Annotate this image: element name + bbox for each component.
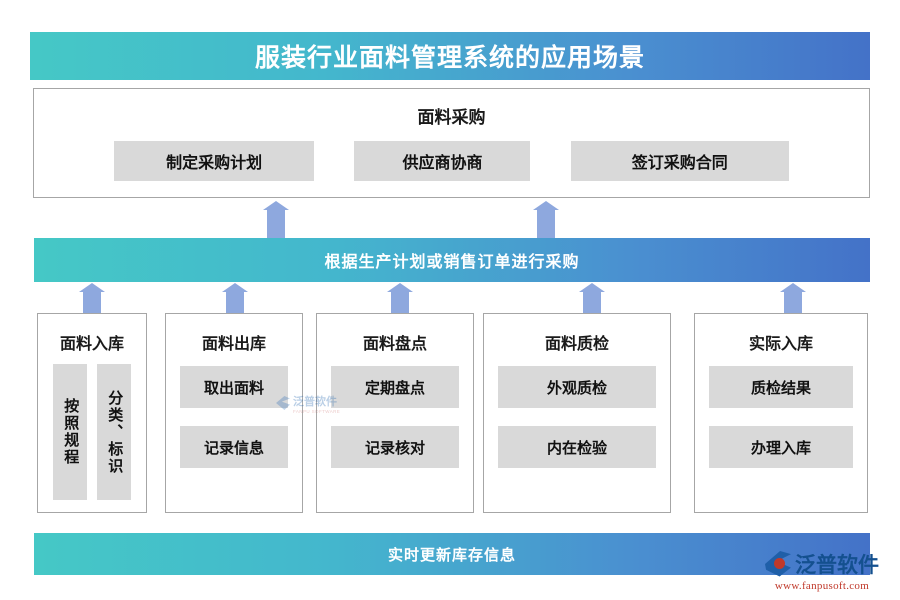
column-title-fabric-stocktake: 面料盘点: [362, 336, 427, 353]
column-body-fabric-qc: 外观质检 内在检验: [484, 366, 670, 498]
column-body-fabric-inbound: 按照规程 分类、标识: [38, 364, 146, 500]
column-item-记录核对[interactable]: 记录核对: [331, 426, 459, 468]
page-title: 服装行业面料管理系统的应用场景: [254, 44, 645, 72]
column-card-fabric-stocktake[interactable]: 面料盘点 定期盘点 记录核对: [316, 313, 474, 513]
procurement-panel-title: 面料采购: [417, 108, 486, 127]
arrow-up-column-4: [579, 283, 605, 315]
column-item-办理入库[interactable]: 办理入库: [709, 426, 853, 468]
column-body-fabric-outbound: 取出面料 记录信息: [166, 366, 302, 498]
page-title-banner: 服装行业面料管理系统的应用场景: [30, 32, 870, 80]
brand-logo: 泛普软件 www.fanpusoft.com: [752, 544, 892, 596]
procurement-item-plan[interactable]: 制定采购计划: [114, 141, 315, 181]
column-title-fabric-inbound: 面料入库: [59, 336, 124, 353]
column-card-actual-inbound[interactable]: 实际入库 质检结果 办理入库: [694, 313, 868, 513]
column-card-fabric-outbound[interactable]: 面料出库 取出面料 记录信息: [165, 313, 303, 513]
arrow-up-column-2: [222, 283, 248, 315]
procurement-item-negotiate[interactable]: 供应商协商: [354, 141, 531, 181]
column-title-fabric-qc: 面料质检: [544, 336, 609, 353]
column-item-定期盘点[interactable]: 定期盘点: [331, 366, 459, 408]
column-item-质检结果[interactable]: 质检结果: [709, 366, 853, 408]
column-item-外观质检[interactable]: 外观质检: [498, 366, 656, 408]
column-item-内在检验[interactable]: 内在检验: [498, 426, 656, 468]
column-body-fabric-stocktake: 定期盘点 记录核对: [317, 366, 473, 498]
brand-logo-row: 泛普软件: [765, 549, 879, 579]
column-item-分类标识[interactable]: 分类、标识: [97, 364, 131, 500]
arrow-up-column-1: [79, 283, 105, 315]
procurement-item-contract[interactable]: 签订采购合同: [570, 141, 789, 181]
column-item-按照规程[interactable]: 按照规程: [53, 364, 87, 500]
procurement-items-row: 制定采购计划 供应商协商 签订采购合同: [34, 141, 869, 181]
column-card-fabric-qc[interactable]: 面料质检 外观质检 内在检验: [483, 313, 671, 513]
bottom-banner: 实时更新库存信息: [34, 533, 870, 575]
column-title-fabric-outbound: 面料出库: [201, 336, 266, 353]
fanpu-logo-icon: [765, 551, 791, 577]
arrow-up-to-procurement-1: [263, 201, 289, 239]
column-item-取出面料[interactable]: 取出面料: [180, 366, 288, 408]
procurement-panel: 面料采购 制定采购计划 供应商协商 签订采购合同: [33, 88, 870, 198]
arrow-up-column-5: [780, 283, 806, 315]
brand-name: 泛普软件: [795, 553, 879, 577]
arrow-up-column-3: [387, 283, 413, 315]
column-body-actual-inbound: 质检结果 办理入库: [695, 366, 867, 498]
arrow-up-to-procurement-2: [533, 201, 559, 239]
mid-banner-text: 根据生产计划或销售订单进行采购: [324, 254, 580, 271]
column-card-fabric-inbound[interactable]: 面料入库 按照规程 分类、标识: [37, 313, 147, 513]
bottom-banner-text: 实时更新库存信息: [387, 546, 516, 564]
mid-banner: 根据生产计划或销售订单进行采购: [34, 238, 870, 282]
brand-url: www.fanpusoft.com: [774, 579, 870, 592]
column-title-actual-inbound: 实际入库: [748, 336, 813, 353]
column-item-记录信息[interactable]: 记录信息: [180, 426, 288, 468]
